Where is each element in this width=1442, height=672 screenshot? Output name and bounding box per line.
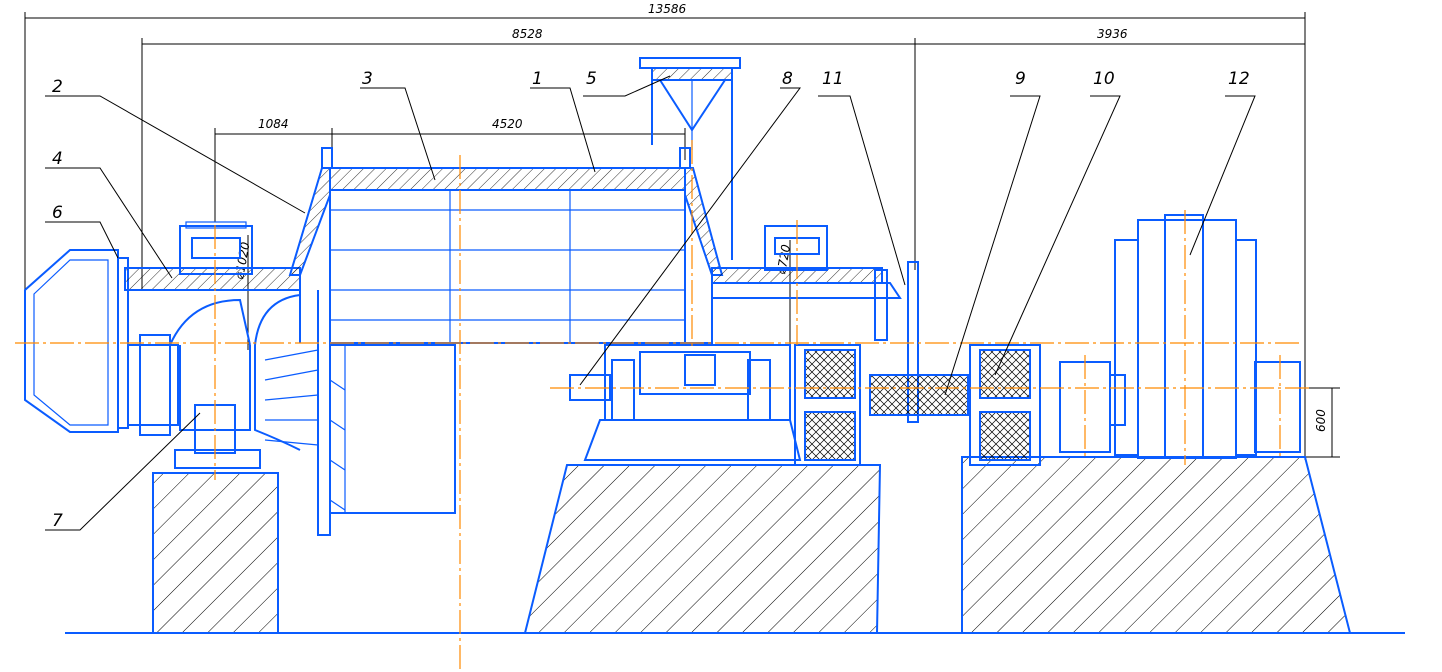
dim-overall: 13586 [648, 2, 687, 16]
label-6: 6 [52, 203, 63, 223]
drive-train [794, 214, 1301, 466]
label-10: 10 [1093, 69, 1115, 89]
dim-inlet: 1084 [258, 117, 289, 131]
inlet-trunnion [124, 221, 301, 469]
foundations [65, 456, 1405, 634]
label-3: 3 [362, 69, 373, 89]
dim-mill: 8528 [512, 27, 543, 41]
label-9: 9 [1015, 69, 1026, 89]
part-labels: 2 4 6 7 3 1 5 8 11 9 10 12 [52, 69, 1250, 531]
dim-drive: 3936 [1097, 27, 1128, 41]
label-2: 2 [52, 77, 63, 97]
label-8: 8 [782, 69, 793, 89]
feed-hopper [639, 57, 741, 260]
label-7: 7 [52, 511, 63, 531]
leader-lines [45, 75, 1256, 531]
mill-drum [264, 147, 724, 536]
centerlines [15, 140, 1310, 670]
label-4: 4 [52, 149, 63, 169]
label-12: 12 [1228, 69, 1250, 89]
gearbox [569, 344, 802, 461]
label-11: 11 [822, 69, 844, 89]
dimension-lines [24, 12, 1340, 460]
label-5: 5 [586, 69, 597, 89]
dim-shaft-height: 600 [1314, 409, 1328, 432]
dim-drum: 4520 [492, 117, 523, 131]
label-1: 1 [532, 69, 543, 89]
